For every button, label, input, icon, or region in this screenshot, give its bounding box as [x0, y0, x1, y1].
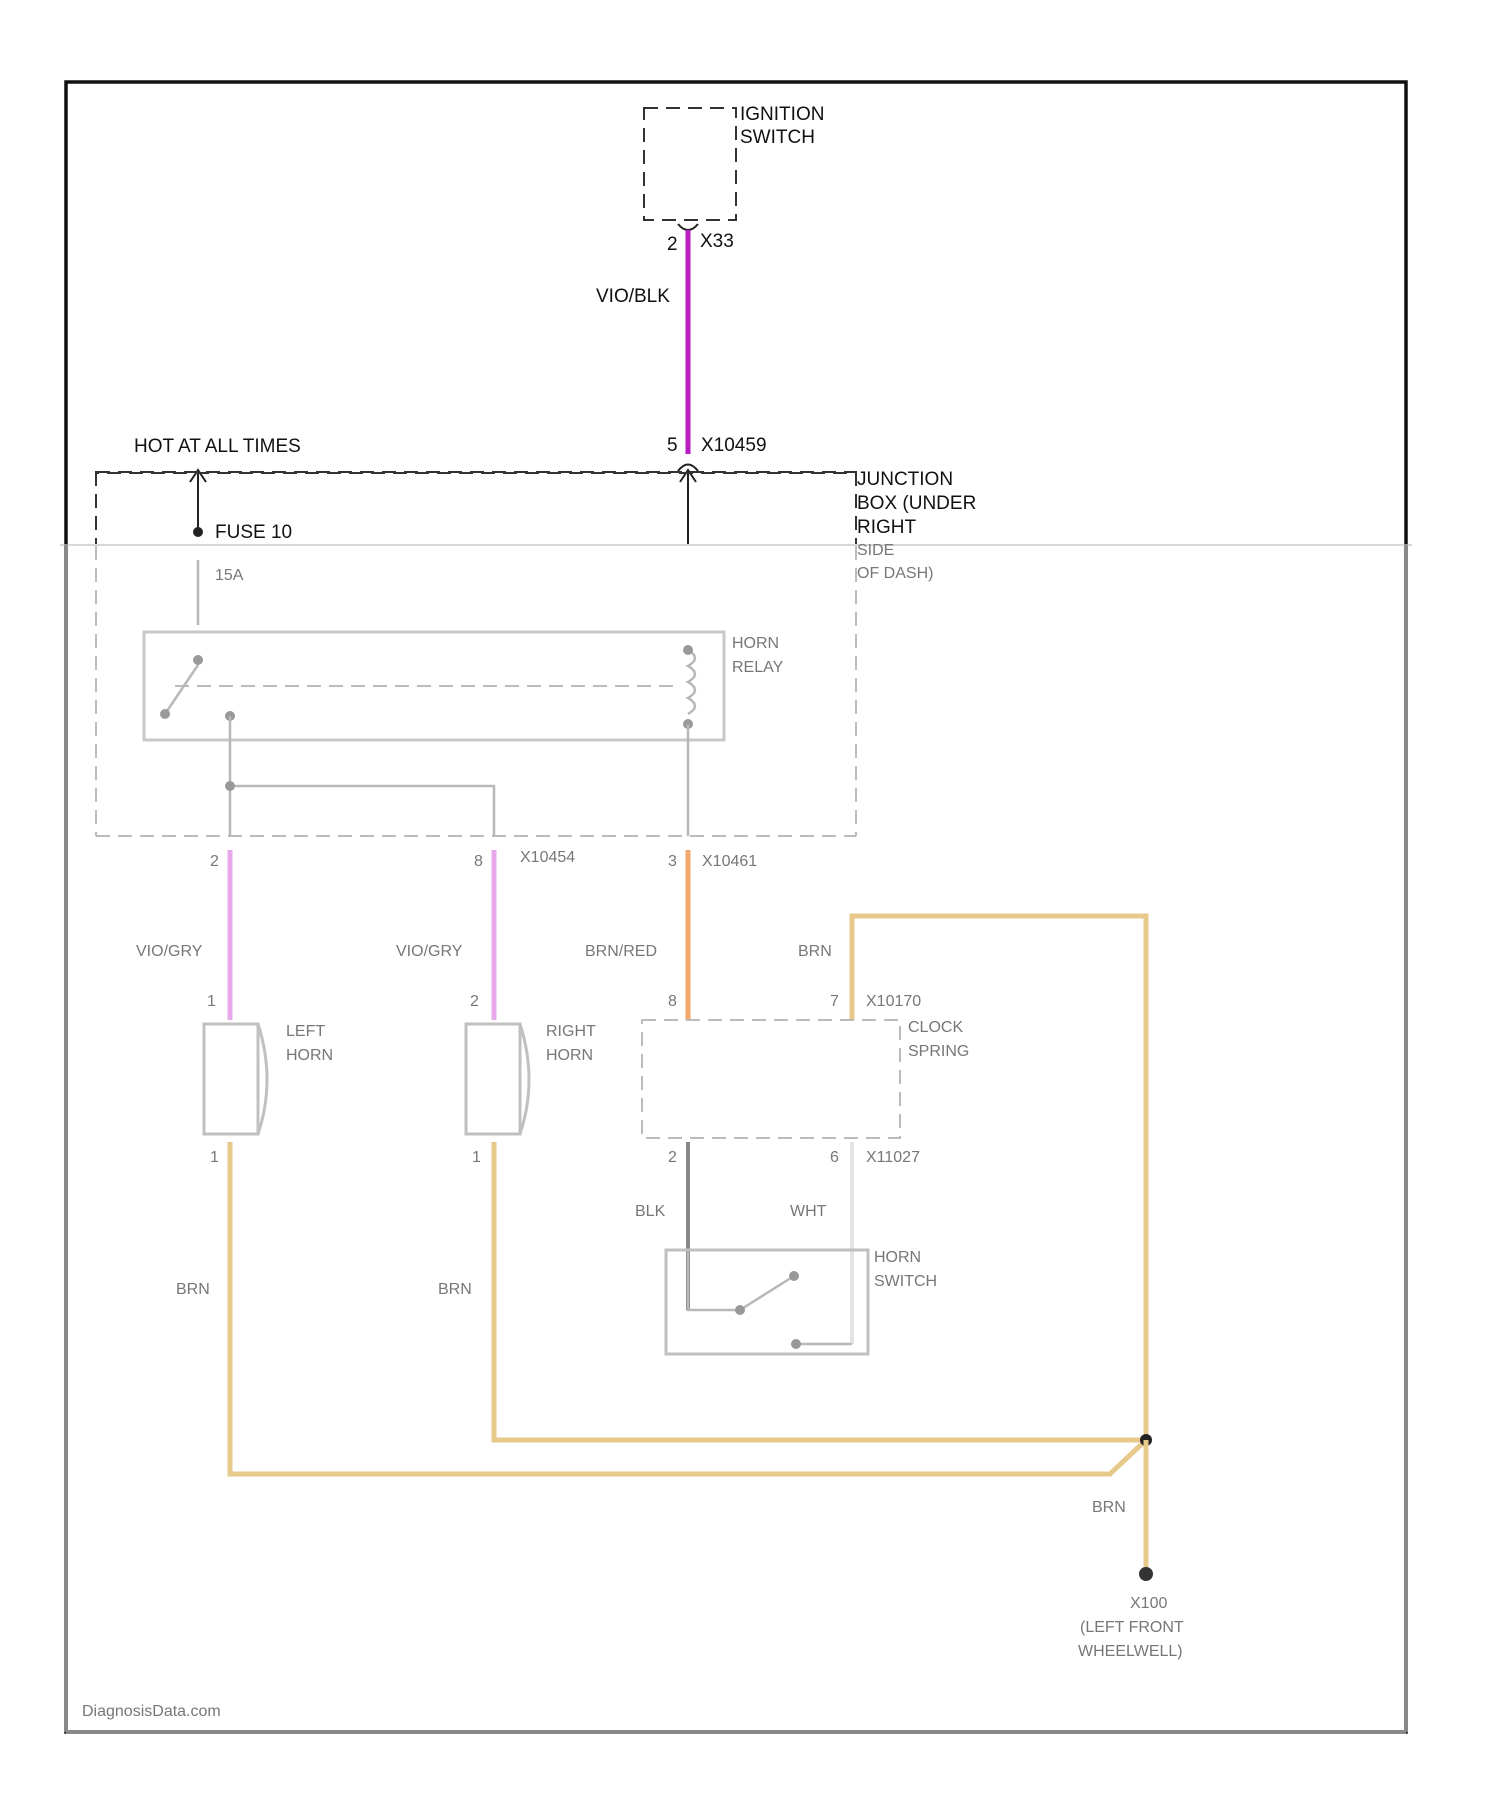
pin-mid: 8	[474, 853, 483, 870]
wire-brn-top-label: BRN	[798, 943, 832, 960]
ground-name: X100	[1130, 1595, 1167, 1612]
ignition-switch-label-2: SWITCH	[740, 127, 815, 148]
clock-spring-label-1: CLOCK	[908, 1019, 963, 1036]
left-horn-pin-bot: 1	[210, 1149, 219, 1166]
horn-switch-wire-in	[688, 1250, 740, 1310]
clock-spring-pin-br: 6	[830, 1149, 839, 1166]
x10459-connector: X10459	[701, 435, 767, 456]
jb-splice	[225, 781, 235, 791]
fuse-10-terminal	[193, 527, 203, 537]
left-horn-pin-top: 1	[207, 993, 216, 1010]
horn-switch-dot-3	[791, 1339, 801, 1349]
fuse-10-label: FUSE 10	[215, 522, 292, 543]
horn-switch-contact	[740, 1276, 794, 1310]
wire-blk-label: BLK	[635, 1203, 666, 1220]
horn-switch-label-2: SWITCH	[874, 1273, 937, 1290]
clock-spring-label-2: SPRING	[908, 1043, 969, 1060]
relay-contact-dot-1	[193, 655, 203, 665]
jb-wire-split	[230, 786, 494, 836]
junction-box-label-5: OF DASH)	[857, 565, 933, 582]
left-horn-label-1: LEFT	[286, 1023, 325, 1040]
ignition-pin: 2	[667, 234, 678, 255]
wire-brn-red-label: BRN/RED	[585, 943, 657, 960]
relay-coil-dot-1	[683, 645, 693, 655]
wire-brn-ground-label: BRN	[1092, 1499, 1126, 1516]
wire-wht-label: WHT	[790, 1203, 827, 1220]
blur-region-edge	[60, 544, 1412, 546]
right-horn-pin-bot: 1	[472, 1149, 481, 1166]
blurred-lower-content: SIDE OF DASH) 15A HORN RELAY 2 8 X10454 …	[82, 542, 1184, 1720]
horn-relay-label-1: HORN	[732, 635, 779, 652]
right-horn-pin-top: 2	[470, 993, 479, 1010]
clock-spring-connector-bot: X11027	[866, 1149, 920, 1166]
junction-box-top-edge	[96, 472, 856, 473]
pin-right: 3	[668, 853, 677, 870]
clock-spring-box	[642, 1020, 900, 1138]
ground-point	[1139, 1567, 1153, 1581]
junction-box-label-4: SIDE	[857, 542, 894, 559]
left-horn-body	[204, 1024, 258, 1134]
horn-switch-label-1: HORN	[874, 1249, 921, 1266]
wire-brn-left-horn-label: BRN	[176, 1281, 210, 1298]
horn-switch-dot-2	[789, 1271, 799, 1281]
junction-box-label-1: JUNCTION	[857, 469, 953, 490]
hot-at-all-times-label: HOT AT ALL TIMES	[134, 436, 301, 457]
pin-left: 2	[210, 853, 219, 870]
junction-box-label-3: RIGHT	[857, 517, 917, 538]
ground-location-1: (LEFT FRONT	[1080, 1619, 1184, 1636]
ignition-connector-symbol	[678, 224, 698, 230]
horn-relay-coil	[688, 650, 695, 714]
clock-spring-pin-bl: 2	[668, 1149, 677, 1166]
conn-mid: X10454	[520, 849, 575, 866]
horn-relay-label-2: RELAY	[732, 659, 784, 676]
wire-vio-gry-right-label: VIO/GRY	[396, 943, 463, 960]
junction-box-label-2: BOX (UNDER	[857, 493, 976, 514]
fuse-rating: 15A	[215, 567, 244, 584]
ignition-connector: X33	[700, 231, 734, 252]
wire-vio-blk-label: VIO/BLK	[596, 286, 670, 307]
horn-relay-contact	[165, 665, 198, 714]
clock-spring-connector-top: X10170	[866, 993, 921, 1010]
left-horn-label-2: HORN	[286, 1047, 333, 1064]
wire-brn-right-horn-label: BRN	[438, 1281, 472, 1298]
ignition-switch-label-1: IGNITION	[740, 104, 824, 125]
horn-switch-dot-1	[735, 1305, 745, 1315]
wire-vio-gry-left-label: VIO/GRY	[136, 943, 203, 960]
right-horn-label-2: HORN	[546, 1047, 593, 1064]
diagram-border	[66, 82, 1406, 1732]
ground-location-2: WHEELWELL)	[1078, 1643, 1183, 1660]
right-horn-body	[466, 1024, 520, 1134]
clock-spring-pin-tl: 8	[668, 993, 677, 1010]
x10459-pin: 5	[667, 435, 678, 456]
watermark: DiagnosisData.com	[82, 1703, 221, 1720]
horn-switch-box	[666, 1250, 868, 1354]
wire-brn-right-horn	[494, 1142, 1146, 1440]
right-horn-label-1: RIGHT	[546, 1023, 596, 1040]
relay-contact-dot-2	[160, 709, 170, 719]
clock-spring-pin-tr: 7	[830, 993, 839, 1010]
ignition-switch-box	[644, 108, 736, 220]
conn-right: X10461	[702, 853, 757, 870]
